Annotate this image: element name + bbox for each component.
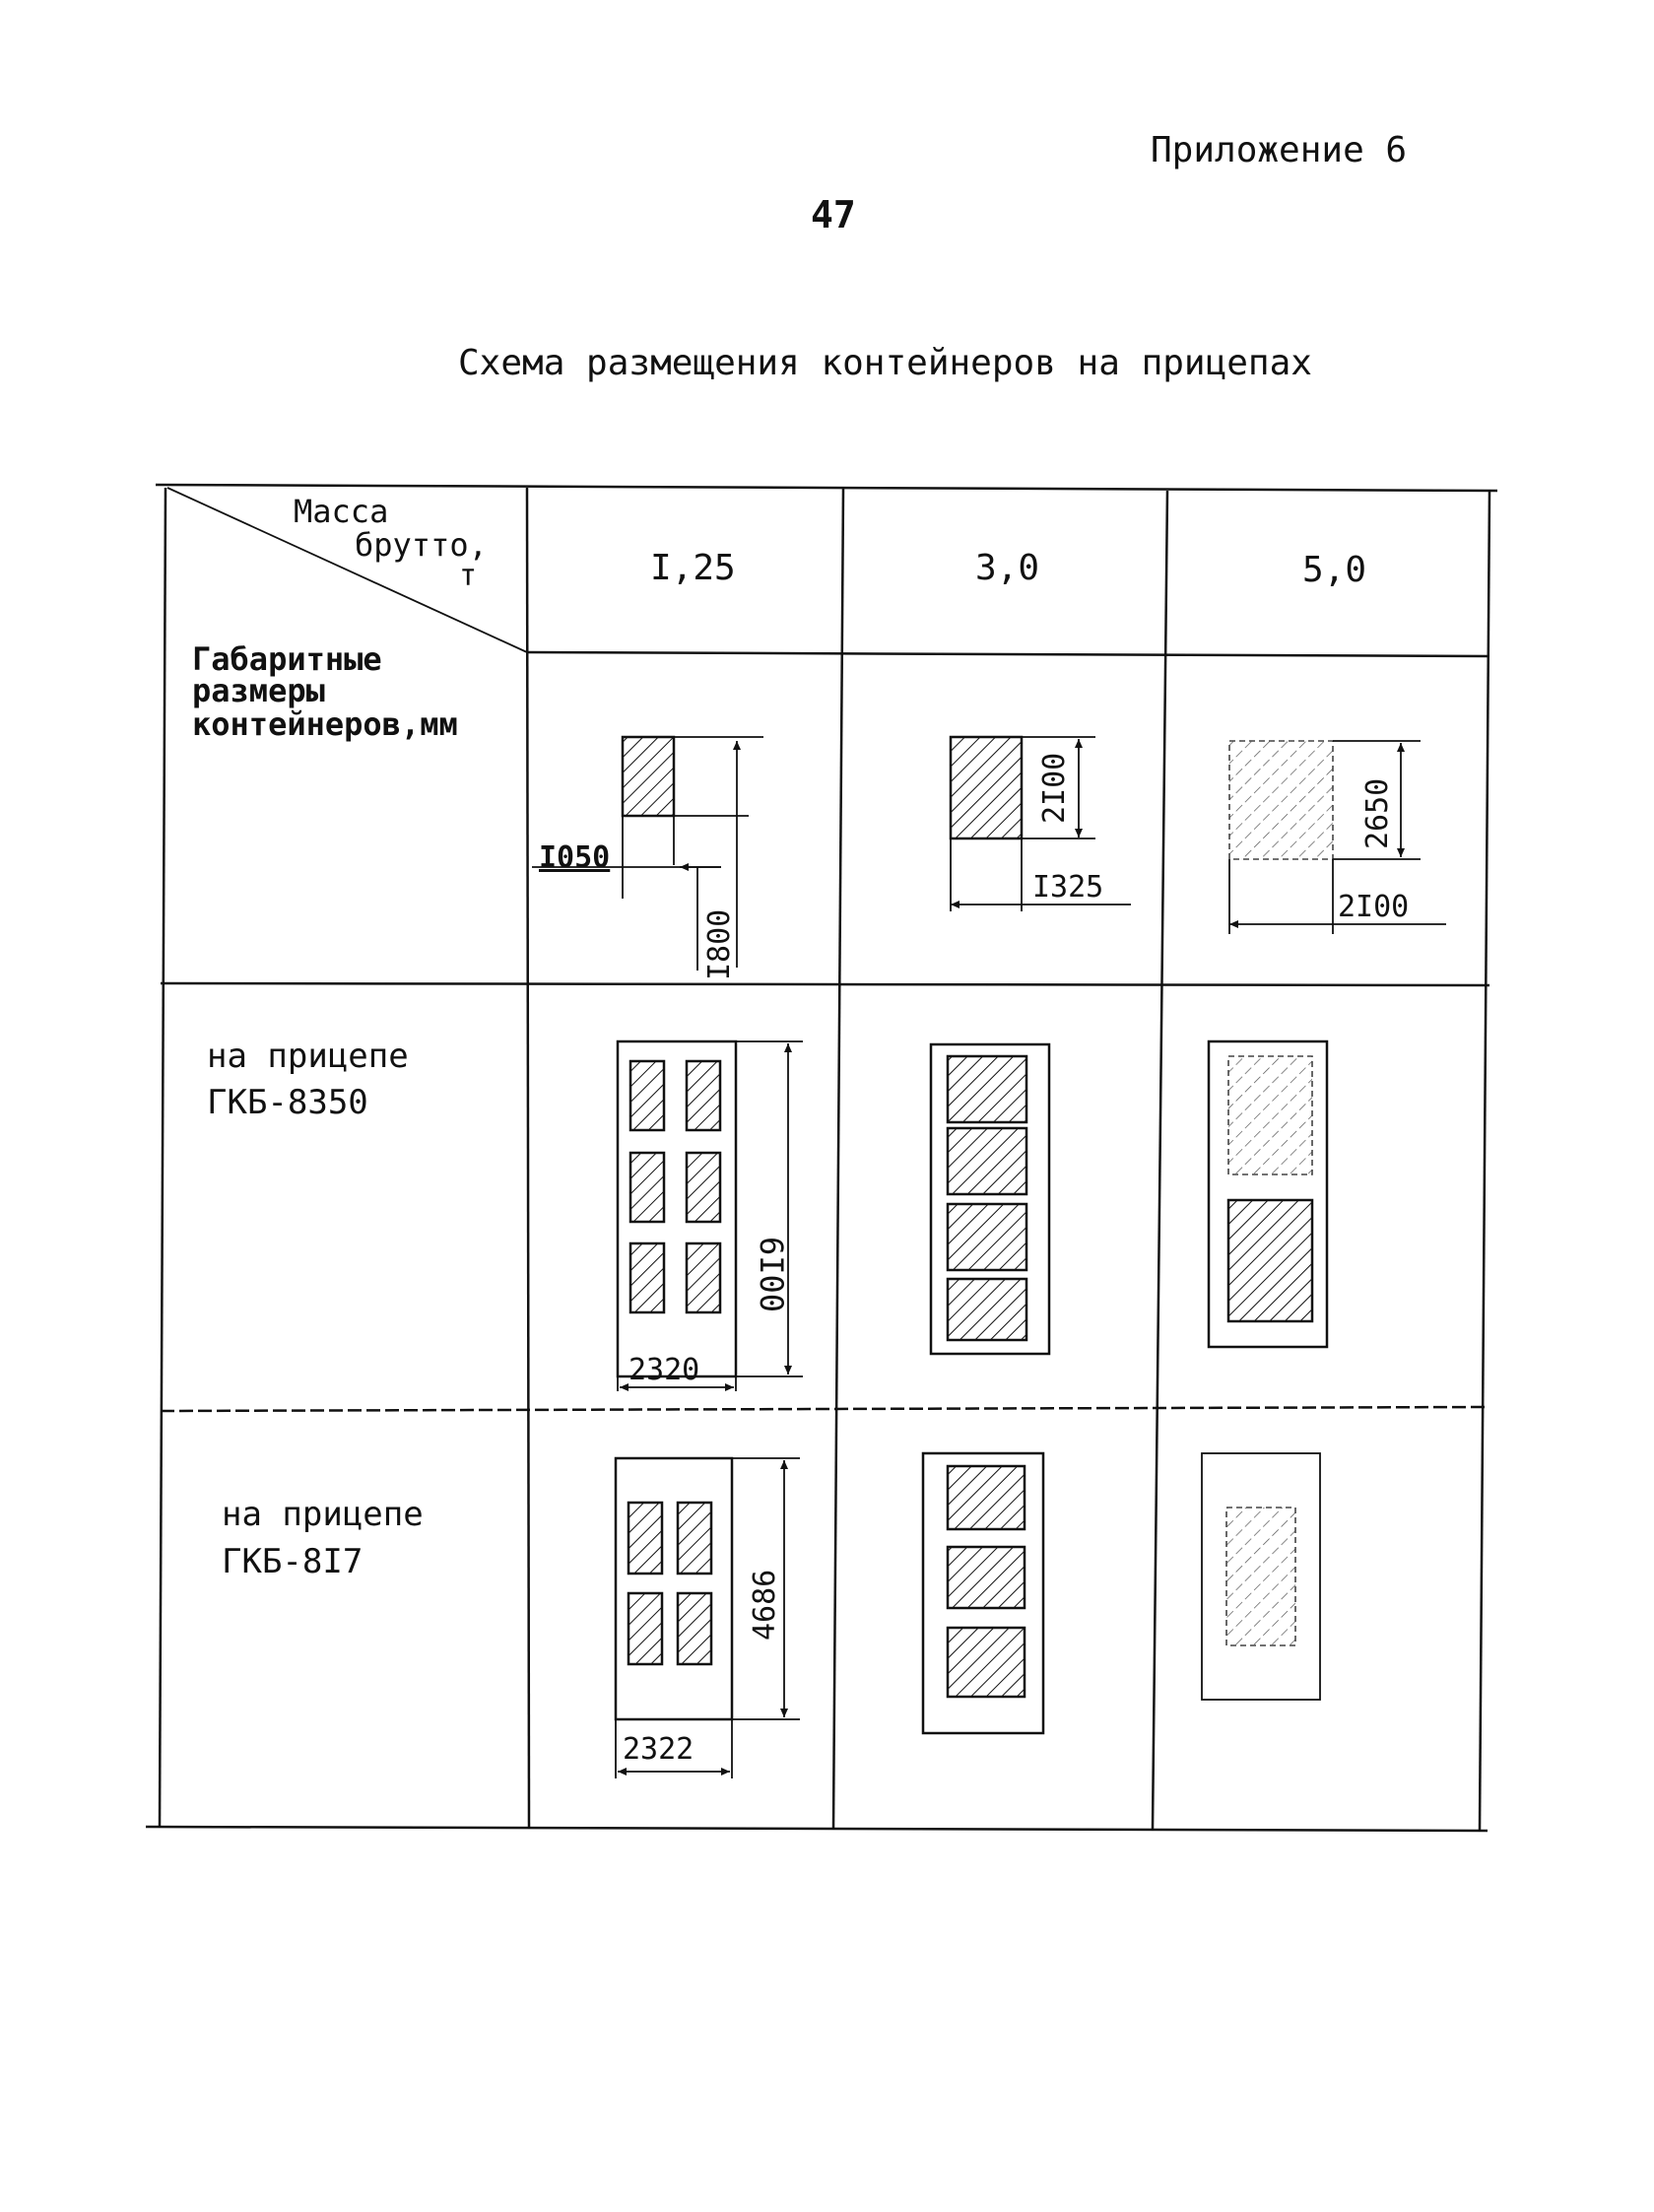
row-label-817-line1: на прицепе (222, 1495, 424, 1534)
trailer-8350-outline-3-0 (929, 1042, 1051, 1356)
trailer-817-layout-5-0 (1201, 1452, 1321, 1701)
dim-c3-width: 2I00 (1338, 890, 1409, 924)
corner-mass-unit: т (459, 559, 477, 593)
trailer-8350-layout-1-25: 6I00 2320 (616, 1039, 803, 1391)
container-slot (629, 1059, 666, 1132)
container-slot (629, 1151, 666, 1224)
header-diagonal (166, 487, 528, 653)
column-header-3-0: 3,0 (975, 548, 1039, 588)
column-header-1-25: I,25 (650, 548, 736, 588)
container-slot (685, 1241, 722, 1314)
container-slot (1225, 1507, 1296, 1646)
container-3-0-hatched (949, 735, 1024, 840)
column-header-5-0: 5,0 (1302, 550, 1366, 590)
document-title: Схема размещения контейнеров на прицепах (458, 343, 1312, 383)
container-slot (946, 1464, 1026, 1531)
container-1-25-hatched (621, 735, 676, 818)
dim-8350-length: 6I00 (753, 1237, 790, 1312)
container-3-0-drawing: 2I00 I325 (949, 735, 1131, 911)
table-grid (145, 483, 1498, 1833)
container-slot (946, 1054, 1028, 1124)
container-5-0-hatched (1228, 740, 1334, 860)
row-label-8350-line2: ГКБ-8350 (207, 1083, 368, 1122)
trailer-8350-outline-1-25 (616, 1039, 738, 1378)
dim-c1-width: I050 (539, 840, 610, 875)
container-slot (629, 1241, 666, 1314)
container-slot (946, 1626, 1026, 1699)
dim-8350-width: 2320 (629, 1353, 699, 1387)
trailer-817-layout-3-0 (921, 1451, 1045, 1735)
trailer-817-layout-1-25: 4686 2322 (614, 1456, 800, 1778)
container-5-0-drawing: 2650 2I00 (1228, 740, 1446, 934)
dim-c2-width: I325 (1032, 870, 1103, 905)
dim-817-width: 2322 (623, 1732, 694, 1767)
container-slot (676, 1501, 713, 1575)
corner-dims-line2: размеры (192, 672, 325, 709)
trailer-817-outline-3-0 (921, 1451, 1045, 1735)
trailer-8350-outline-5-0 (1207, 1039, 1329, 1349)
container-slot (1227, 1055, 1313, 1175)
row-label-817-line2: ГКБ-8I7 (222, 1542, 363, 1581)
corner-mass-line1: Масса (294, 493, 388, 530)
trailer-8350-layout-3-0 (929, 1042, 1051, 1356)
container-1-25-drawing: I050 I800 (532, 735, 763, 980)
trailer-817-outline-1-25 (614, 1456, 734, 1721)
row-label-8350-line1: на прицепе (207, 1037, 409, 1076)
container-slot (685, 1151, 722, 1224)
container-slot (946, 1126, 1028, 1196)
dim-c2-height: 2I00 (1037, 753, 1072, 824)
dim-817-length: 4686 (748, 1570, 782, 1641)
container-slot (627, 1501, 664, 1575)
corner-header: Масса брутто, т Габаритные размеры конте… (192, 493, 488, 743)
corner-mass-line2: брутто, (355, 526, 488, 564)
container-slot (627, 1591, 664, 1666)
dim-c1-height: I800 (702, 909, 737, 980)
corner-dims-line3: контейнеров,мм (192, 705, 458, 743)
container-slot (946, 1277, 1028, 1342)
container-slot (946, 1545, 1026, 1610)
trailer-8350-layout-5-0 (1207, 1039, 1329, 1349)
container-slot (685, 1059, 722, 1132)
trailer-817-outline-5-0 (1201, 1452, 1321, 1701)
appendix-label: Приложение 6 (1151, 130, 1408, 170)
container-slot (946, 1202, 1028, 1272)
dim-c3-height: 2650 (1360, 778, 1395, 849)
page-number: 47 (811, 193, 856, 236)
corner-dims-line1: Габаритные (192, 640, 382, 678)
container-slot (1226, 1198, 1314, 1323)
container-slot (676, 1591, 713, 1666)
